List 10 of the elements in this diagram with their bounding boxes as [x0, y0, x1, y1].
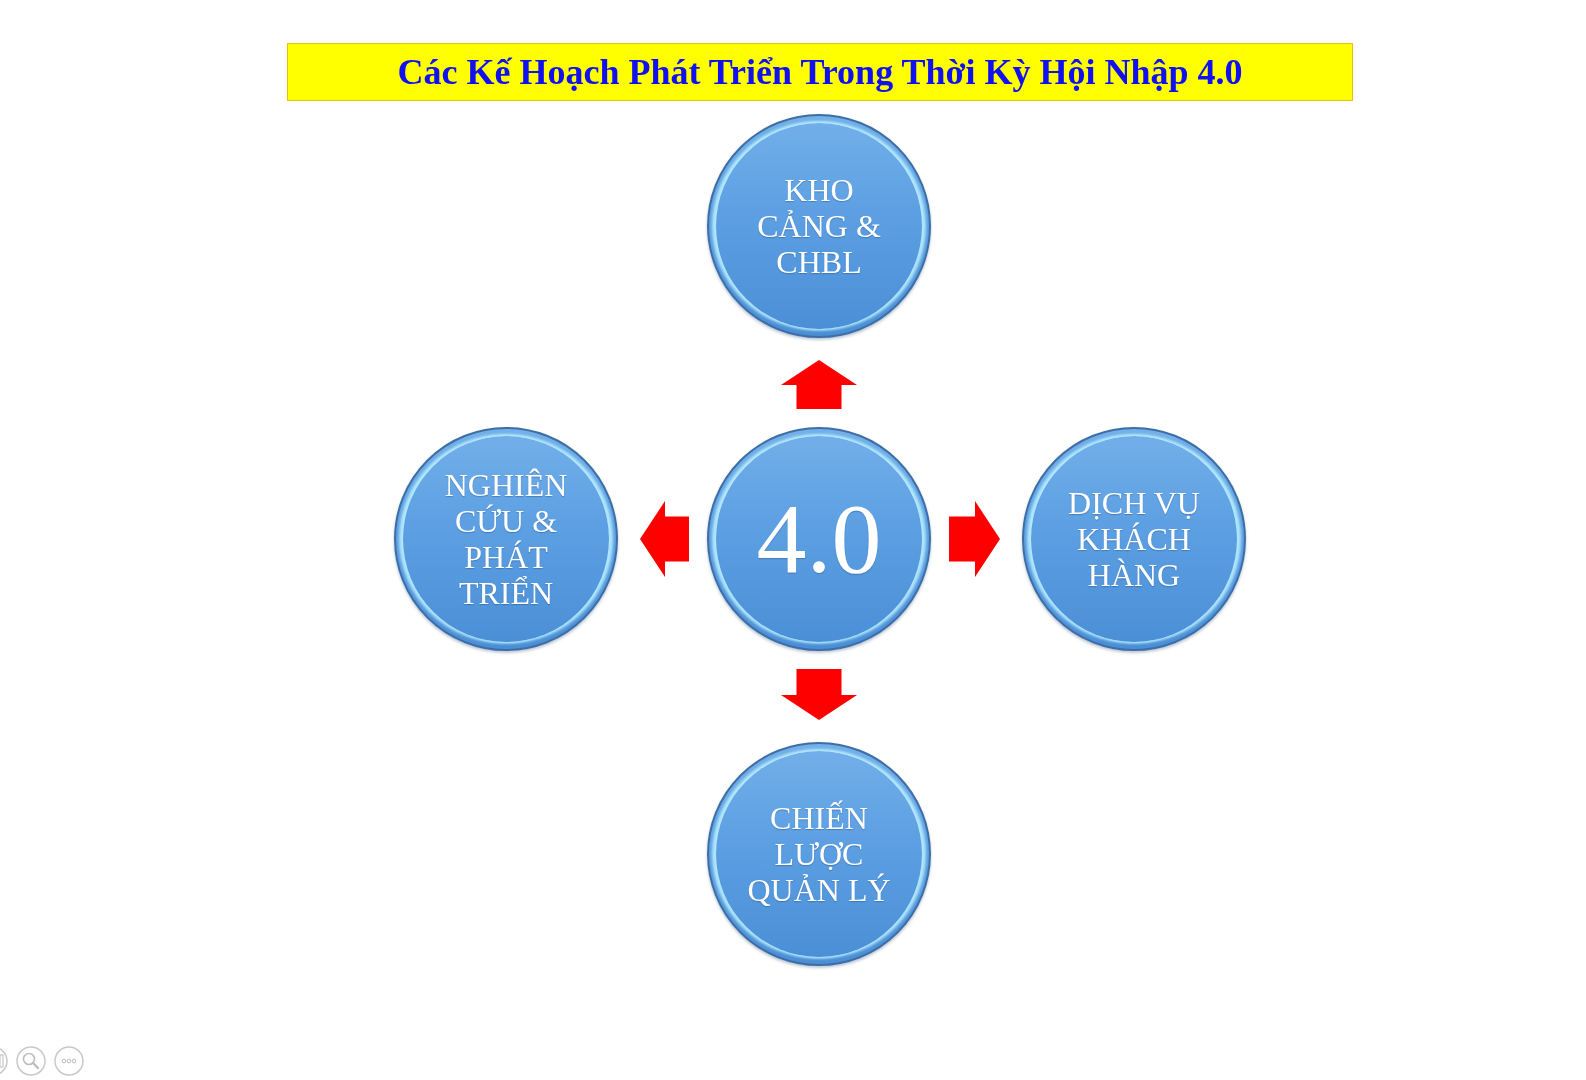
node-label: NGHIÊN CỨU & PHÁT TRIỂN: [443, 467, 569, 611]
block-arrow: [640, 501, 689, 577]
node-label: 4.0: [755, 483, 883, 595]
title-banner: Các Kế Hoạch Phát Triển Trong Thời Kỳ Hội Nhập 4.0: [287, 43, 1353, 101]
block-arrow: [949, 501, 1000, 577]
node-label: DỊCH VỤ KHÁCH HÀNG: [1067, 485, 1201, 593]
block-arrow: [781, 360, 857, 409]
node-label: KHO CẢNG & CHBL: [756, 172, 882, 280]
node-label: CHIẾN LƯỢC QUẢN LÝ: [746, 800, 892, 908]
block-arrow: [781, 669, 857, 720]
